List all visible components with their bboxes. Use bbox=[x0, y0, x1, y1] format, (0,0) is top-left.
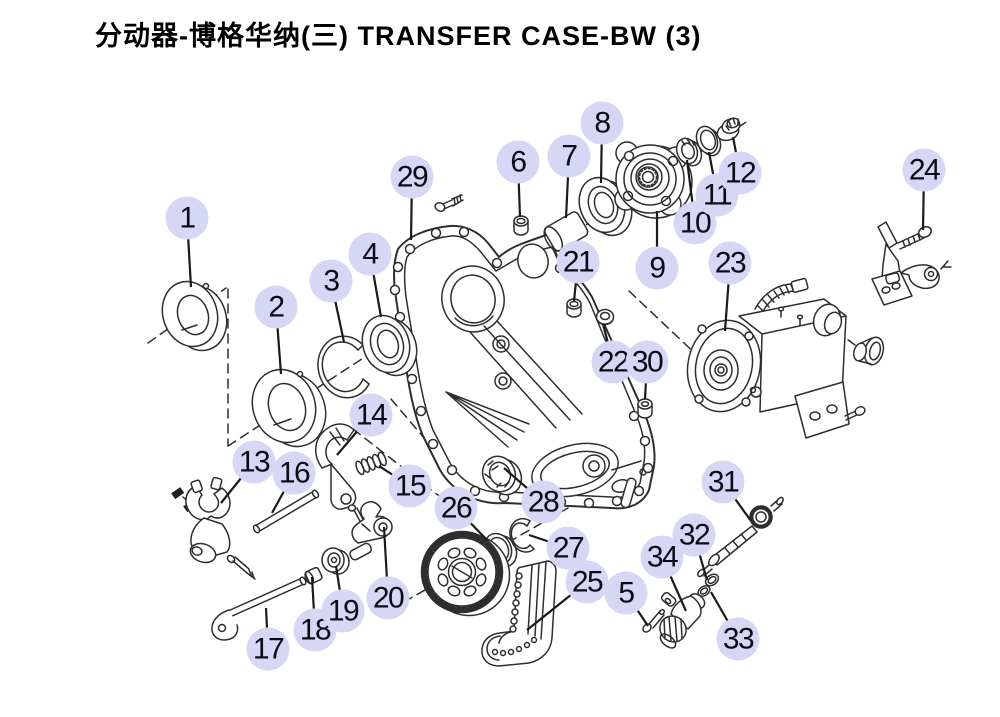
callout-badge-28[interactable]: 28 bbox=[521, 480, 565, 524]
callout-badge-6[interactable]: 6 bbox=[496, 140, 540, 184]
part-24-bracket bbox=[871, 221, 952, 306]
callout-badge-20[interactable]: 20 bbox=[366, 576, 410, 620]
part-28-bearing bbox=[481, 455, 523, 496]
callout-badge-19[interactable]: 19 bbox=[321, 589, 365, 633]
callout-badge-7[interactable]: 7 bbox=[547, 134, 591, 178]
callout-badge-21[interactable]: 21 bbox=[556, 240, 600, 284]
part-motor-cap bbox=[853, 336, 885, 366]
part-2-bearing-ring bbox=[251, 368, 327, 448]
callout-badge-3[interactable]: 3 bbox=[309, 259, 353, 303]
part-20-cam-fork bbox=[349, 501, 393, 561]
callout-badge-15[interactable]: 15 bbox=[388, 464, 432, 508]
part-1-bearing-ring bbox=[161, 280, 228, 352]
part-19-roller bbox=[321, 547, 350, 575]
part-18-bushing bbox=[304, 566, 323, 585]
callout-badge-5[interactable]: 5 bbox=[604, 571, 648, 615]
callout-badge-16[interactable]: 16 bbox=[272, 451, 316, 495]
part-sprocket-gear bbox=[420, 530, 511, 617]
part-6-nut bbox=[513, 215, 529, 236]
part-30-bushing bbox=[637, 398, 653, 419]
part-13-shift-fork bbox=[171, 476, 256, 580]
callout-badge-29[interactable]: 29 bbox=[390, 155, 434, 199]
callout-badge-11[interactable]: 11 bbox=[695, 173, 739, 217]
callout-badge-30[interactable]: 30 bbox=[625, 340, 669, 384]
part-27-snap-ring bbox=[509, 517, 535, 553]
callout-badge-24[interactable]: 24 bbox=[902, 148, 946, 192]
callout-badge-13[interactable]: 13 bbox=[232, 440, 276, 484]
part-dowel-pin bbox=[620, 477, 637, 509]
callout-badge-23[interactable]: 23 bbox=[708, 241, 752, 285]
part-32-o-ring bbox=[704, 573, 720, 587]
callout-badge-12[interactable]: 12 bbox=[718, 151, 762, 195]
part-9-output-flange bbox=[614, 141, 693, 219]
callout-badge-27[interactable]: 27 bbox=[546, 526, 590, 570]
part-34-sensor-body bbox=[659, 591, 706, 649]
callout-badge-8[interactable]: 8 bbox=[580, 101, 624, 145]
callout-badge-9[interactable]: 9 bbox=[635, 246, 679, 290]
part-4-oil-seal bbox=[361, 314, 418, 377]
part-22-grommet bbox=[595, 308, 615, 326]
part-23-shift-motor bbox=[686, 277, 866, 439]
callout-badge-4[interactable]: 4 bbox=[348, 232, 392, 276]
callout-badge-31[interactable]: 31 bbox=[701, 460, 745, 504]
part-29-bolt bbox=[434, 194, 464, 212]
callout-badge-2[interactable]: 2 bbox=[254, 285, 298, 329]
part-17-shift-rod bbox=[211, 576, 307, 641]
callout-badge-26[interactable]: 26 bbox=[434, 486, 478, 530]
callout-badge-25[interactable]: 25 bbox=[565, 560, 609, 604]
part-5-pin bbox=[642, 608, 666, 633]
part-15-spring bbox=[355, 451, 387, 476]
part-12-locknut bbox=[716, 117, 741, 142]
callout-badge-14[interactable]: 14 bbox=[349, 393, 393, 437]
page-title: 分动器-博格华纳(三) TRANSFER CASE-BW (3) bbox=[95, 21, 702, 51]
transfer-case-housing bbox=[389, 224, 656, 510]
callout-badge-1[interactable]: 1 bbox=[165, 196, 209, 240]
callout-badge-17[interactable]: 17 bbox=[246, 627, 290, 671]
part-16-shift-rail bbox=[252, 489, 320, 534]
part-10-washer bbox=[675, 137, 703, 167]
callout-badge-34[interactable]: 34 bbox=[640, 535, 684, 579]
callout-badge-33[interactable]: 33 bbox=[716, 617, 760, 661]
part-21-nut bbox=[566, 298, 582, 318]
part-11-washer bbox=[695, 125, 722, 157]
